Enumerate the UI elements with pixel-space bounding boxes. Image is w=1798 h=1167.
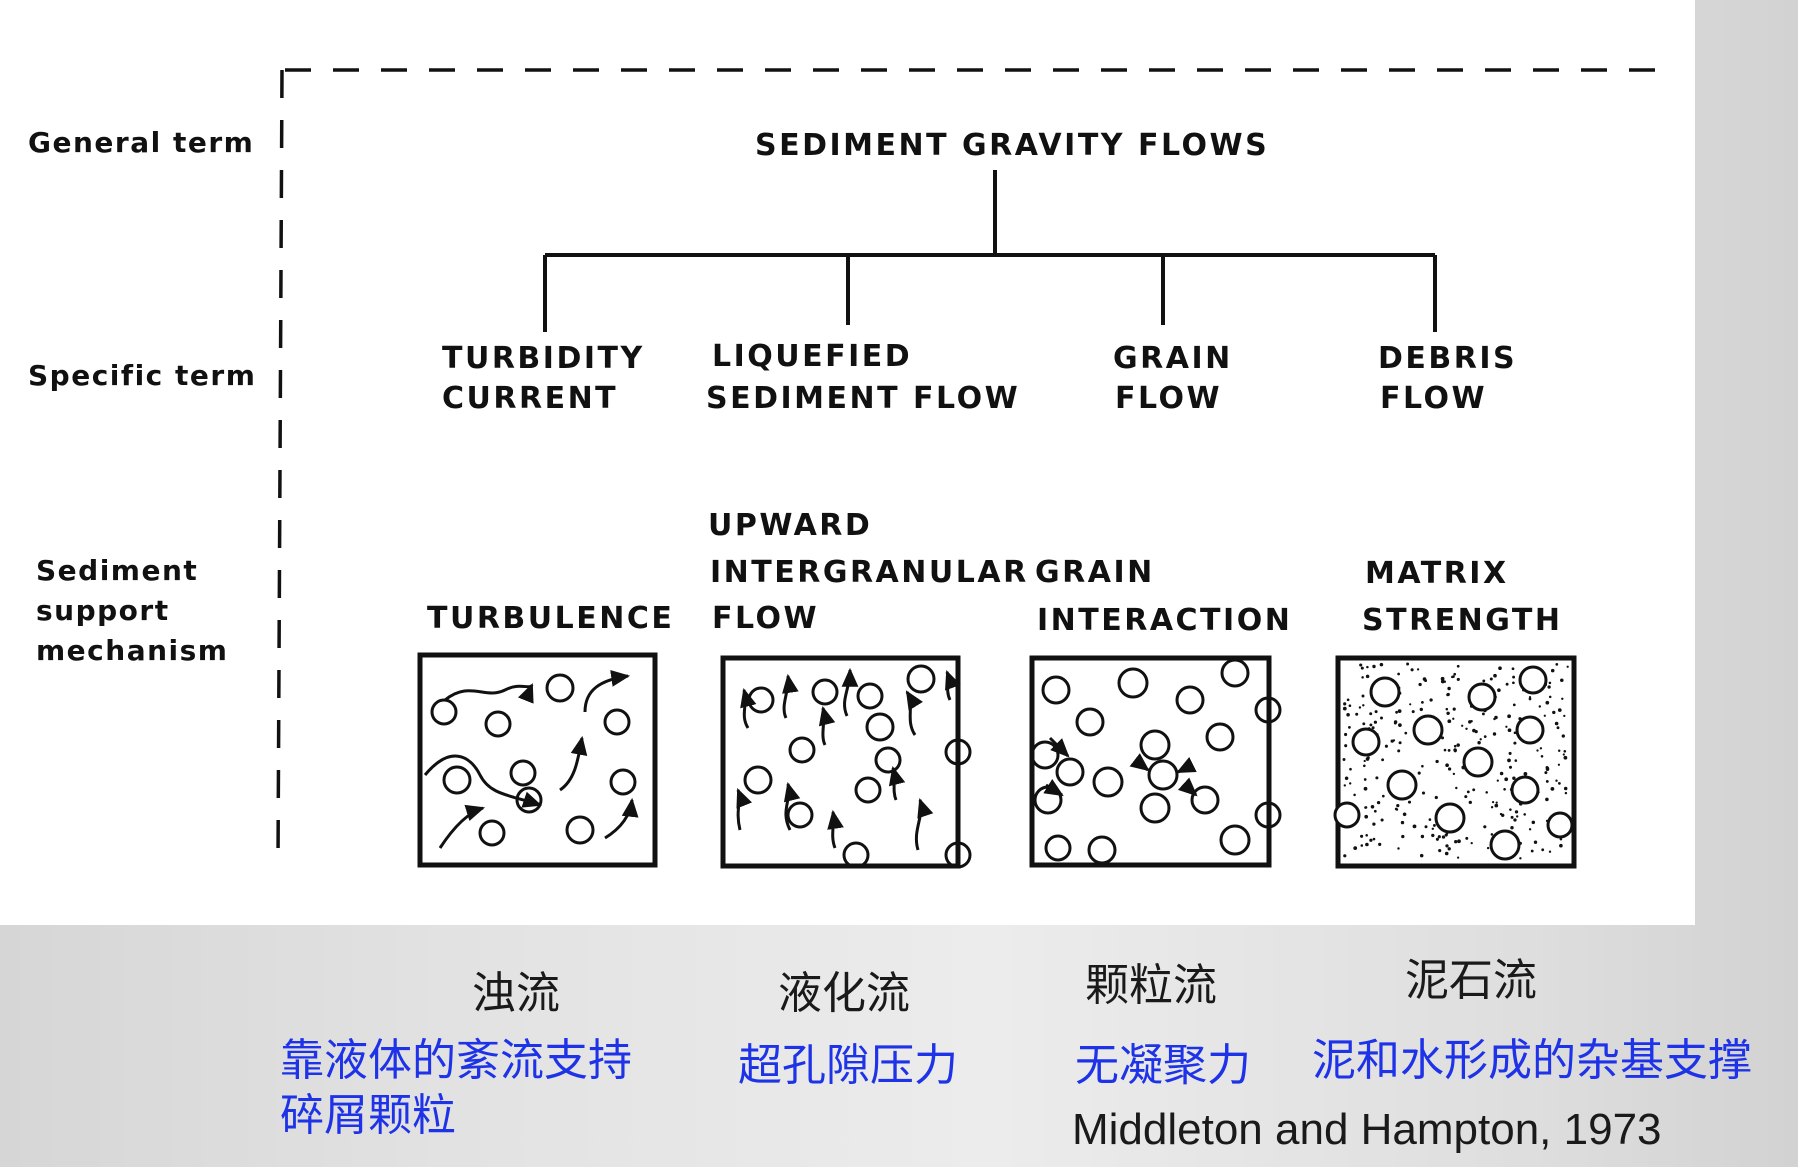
chinese-desc-turbidity-1: 靠液体的紊流支持: [280, 1035, 632, 1086]
row-label-support-2: support: [36, 594, 170, 627]
mechanism-turbulence: TURBULENCE: [427, 601, 674, 636]
mechanism-upward-1: UPWARD: [708, 508, 872, 543]
specific-term-grain-1: GRAIN: [1113, 341, 1233, 376]
chinese-name-turbidity: 浊流: [472, 968, 560, 1019]
specific-term-grain-2: FLOW: [1115, 381, 1222, 416]
chinese-desc-debris: 泥和水形成的杂基支撑: [1312, 1035, 1752, 1086]
citation: Middleton and Hampton, 1973: [1072, 1105, 1662, 1154]
classification-diagram: General term Specific term Sediment supp…: [28, 68, 1665, 869]
dashed-frame: [276, 68, 1665, 861]
diagram-panel: General term Specific term Sediment supp…: [28, 68, 1665, 869]
chinese-desc-grain: 无凝聚力: [1075, 1040, 1251, 1091]
chinese-desc-liquefied: 超孔隙压力: [738, 1040, 958, 1091]
chinese-desc-turbidity-2: 碎屑颗粒: [280, 1090, 456, 1141]
turbulence-box: [417, 652, 658, 868]
grain-interaction-box: [1029, 655, 1282, 868]
mechanism-matrix-1: MATRIX: [1365, 556, 1509, 591]
mechanism-matrix-2: STRENGTH: [1362, 603, 1562, 638]
row-label-support-3: mechanism: [36, 634, 228, 667]
row-label-specific-term: Specific term: [28, 359, 256, 392]
tree-connectors: [543, 170, 1437, 332]
row-label-general-term: General term: [28, 126, 254, 159]
mechanism-grain-1: GRAIN: [1035, 555, 1155, 590]
mechanism-upward-3: FLOW: [712, 601, 819, 636]
specific-term-turbidity-2: CURRENT: [442, 381, 618, 416]
specific-term-liquefied-1: LIQUEFIED: [712, 339, 912, 374]
chinese-name-debris: 泥石流: [1405, 955, 1537, 1006]
mechanism-grain-2: INTERACTION: [1037, 603, 1292, 638]
general-term-title: SEDIMENT GRAVITY FLOWS: [755, 128, 1269, 163]
specific-term-debris-2: FLOW: [1380, 381, 1487, 416]
chinese-name-grain: 颗粒流: [1085, 960, 1217, 1011]
specific-term-debris-1: DEBRIS: [1378, 341, 1517, 376]
upward-flow-box: [720, 655, 972, 869]
matrix-strength-box: [1333, 655, 1577, 869]
row-label-support-1: Sediment: [36, 554, 198, 587]
specific-term-liquefied-2: SEDIMENT FLOW: [706, 381, 1020, 416]
specific-term-turbidity-1: TURBIDITY: [442, 341, 645, 376]
chinese-name-liquefied: 液化流: [778, 968, 910, 1019]
mechanism-upward-2: INTERGRANULAR: [710, 555, 1029, 590]
